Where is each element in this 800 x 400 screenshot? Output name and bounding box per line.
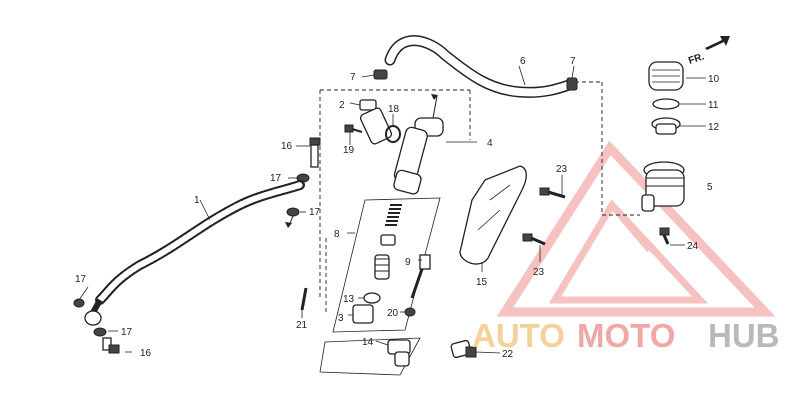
bolt-upper (309, 137, 321, 168)
callout-1: 1 (194, 195, 200, 206)
callout-17-lower-b: 17 (121, 327, 133, 338)
master-cylinder-cover (459, 165, 527, 265)
callout-16-lower: 16 (140, 348, 152, 359)
reservoir-kit-outline (319, 337, 421, 376)
callout-7-left: 7 (350, 72, 356, 83)
callout-22: 22 (502, 349, 514, 360)
reservoir-cap (648, 61, 684, 91)
watermark-moto: MOTO (577, 317, 675, 354)
arrow-marker (285, 222, 292, 228)
washer-upper-b (286, 207, 300, 217)
cotter-pin (300, 287, 308, 311)
mounting-bolt-lower (522, 233, 546, 246)
callout-7-right: 7 (570, 56, 576, 67)
assembly-boundary (319, 81, 640, 312)
callout-17-lower-a: 17 (75, 274, 87, 285)
diaphragm (651, 117, 681, 135)
callout-15: 15 (476, 277, 488, 288)
callout-11: 11 (708, 100, 719, 111)
callout-13: 13 (343, 294, 355, 305)
callout-3: 3 (338, 313, 344, 324)
hose-fitting (450, 339, 477, 359)
callout-24: 24 (687, 241, 699, 252)
bolt-lower (102, 337, 120, 354)
watermark-auto: AUTO (472, 317, 565, 354)
callout-21: 21 (296, 320, 308, 331)
callout-17-upper-a: 17 (270, 173, 282, 184)
leader-lines (78, 65, 706, 354)
callout-9: 9 (405, 257, 411, 268)
hose-clip-right (566, 77, 578, 91)
banjo-lower (84, 310, 102, 326)
master-cylinder-body (393, 94, 444, 195)
callout-numbers: 1 2 3 4 5 6 7 7 8 9 10 11 12 13 14 15 16… (75, 56, 720, 360)
callout-23-lower: 23 (533, 267, 545, 278)
callout-6: 6 (520, 56, 526, 67)
watermark-text: AUTO MOTO HUB (472, 317, 780, 354)
hose-joint (359, 99, 393, 145)
push-rod-joint (387, 339, 411, 367)
callout-23-upper: 23 (556, 164, 568, 175)
callout-16-upper: 16 (281, 141, 293, 152)
callout-17-upper-b: 17 (309, 207, 321, 218)
callout-2: 2 (339, 100, 345, 111)
fr-label: FR. (687, 51, 706, 67)
reservoir (641, 161, 685, 212)
piston-kit-outline (332, 197, 441, 333)
watermark-logo (496, 140, 776, 317)
hose-clip-left (373, 69, 388, 80)
callout-12: 12 (708, 122, 720, 133)
reservoir-hose (384, 35, 578, 98)
washer-lower-b (93, 327, 107, 337)
joint-screw (344, 124, 363, 133)
callout-18: 18 (388, 104, 400, 115)
watermark-hub: HUB (708, 317, 780, 354)
front-direction-arrow: FR. (687, 36, 730, 67)
callout-20: 20 (387, 308, 399, 319)
callout-8: 8 (334, 229, 340, 240)
callout-4: 4 (487, 138, 493, 149)
callout-14: 14 (362, 337, 374, 348)
mounting-bolt-upper (539, 187, 566, 199)
callout-5: 5 (707, 182, 713, 193)
callout-10: 10 (708, 74, 720, 85)
callout-19: 19 (343, 145, 355, 156)
piston-kit (352, 204, 431, 324)
washer-lower-a (73, 298, 85, 308)
reservoir-bolt (659, 227, 670, 245)
cap-plate (652, 98, 680, 110)
